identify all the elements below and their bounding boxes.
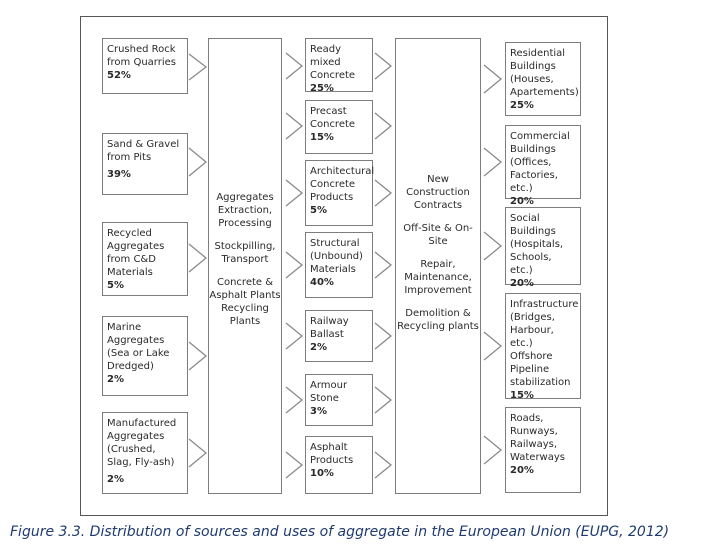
source-box-manufactured: Manufactured Aggregates (Crushed, Slag, … bbox=[102, 412, 188, 494]
product-value: 2% bbox=[310, 342, 327, 353]
source-label: Sand & Gravel from Pits bbox=[107, 139, 180, 163]
source-label: Recycled Aggregates from C&D Materials bbox=[107, 228, 165, 278]
product-box-structural: Structural (Unbound) Materials 40% bbox=[305, 232, 373, 298]
processing-line: Aggregates Extraction, Processing bbox=[216, 192, 274, 229]
source-box-marine: Marine Aggregates (Sea or Lake Dredged) … bbox=[102, 316, 188, 396]
contracts-line: Off-Site & On-Site bbox=[403, 223, 473, 247]
product-box-architectural: Architectural Concrete Products 5% bbox=[305, 160, 375, 226]
processing-column: Aggregates Extraction, Processing Stockp… bbox=[208, 38, 282, 494]
source-box-recycled: Recycled Aggregates from C&D Materials 5… bbox=[102, 222, 188, 296]
use-box-residential: Residential Buildings (Houses, Apartemen… bbox=[505, 42, 581, 116]
source-box-sand-gravel: Sand & Gravel from Pits 39% bbox=[102, 133, 188, 195]
contracts-line: Repair, Maintenance, Improvement bbox=[404, 259, 472, 296]
product-label: Structural (Unbound) Materials bbox=[310, 238, 363, 275]
use-value: 20% bbox=[510, 465, 534, 476]
product-box-asphalt: Asphalt Products 10% bbox=[305, 436, 373, 494]
product-label: Armour Stone bbox=[310, 380, 348, 404]
product-value: 15% bbox=[310, 132, 334, 143]
product-box-precast: Precast Concrete 15% bbox=[305, 100, 373, 154]
product-value: 25% bbox=[310, 83, 334, 94]
product-label: Architectural Concrete Products bbox=[310, 166, 375, 203]
product-value: 40% bbox=[310, 277, 334, 288]
processing-line: Concrete & Asphalt Plants Recycling Plan… bbox=[209, 277, 281, 327]
product-label: Asphalt Products bbox=[310, 442, 354, 466]
use-box-roads: Roads, Runways, Railways, Waterways 20% bbox=[505, 407, 581, 493]
contracts-column: New Construction Contracts Off-Site & On… bbox=[395, 38, 481, 494]
source-value: 2% bbox=[107, 374, 124, 385]
source-label: Crushed Rock from Quarries bbox=[107, 44, 176, 68]
use-label: Commercial Buildings (Offices, Factories… bbox=[510, 131, 570, 194]
product-value: 10% bbox=[310, 468, 334, 479]
use-label: Residential Buildings (Houses, Apartemen… bbox=[510, 48, 579, 98]
use-label: Infrastructure (Bridges, Harbour, etc.) … bbox=[510, 299, 579, 388]
contracts-line: New Construction Contracts bbox=[406, 174, 470, 211]
product-box-armour: Armour Stone 3% bbox=[305, 374, 373, 426]
use-value: 20% bbox=[510, 196, 534, 207]
figure-caption: Figure 3.3. Distribution of sources and … bbox=[10, 524, 670, 540]
product-label: Precast Concrete bbox=[310, 106, 356, 130]
use-box-commercial: Commercial Buildings (Offices, Factories… bbox=[505, 125, 581, 207]
source-value: 52% bbox=[107, 70, 131, 81]
source-label: Manufactured Aggregates (Crushed, Slag, … bbox=[107, 418, 177, 468]
use-box-social: Social Buildings (Hospitals, Schools, et… bbox=[505, 207, 581, 289]
product-label: Ready mixed Concrete bbox=[310, 44, 356, 81]
source-box-crushed-rock: Crushed Rock from Quarries 52% bbox=[102, 38, 188, 94]
product-box-railway: Railway Ballast 2% bbox=[305, 310, 373, 362]
use-label: Roads, Runways, Railways, Waterways bbox=[510, 413, 565, 463]
product-value: 5% bbox=[310, 205, 327, 216]
use-value: 20% bbox=[510, 278, 534, 289]
source-value: 5% bbox=[107, 280, 124, 291]
processing-line: Stockpilling, Transport bbox=[214, 241, 276, 265]
source-label: Marine Aggregates (Sea or Lake Dredged) bbox=[107, 322, 170, 372]
product-box-ready-mixed: Ready mixed Concrete 25% bbox=[305, 38, 373, 94]
contracts-line: Demolition & Recycling plants bbox=[397, 308, 479, 332]
product-label: Railway Ballast bbox=[310, 316, 349, 340]
source-value: 2% bbox=[107, 474, 124, 485]
product-value: 3% bbox=[310, 406, 327, 417]
use-value: 15% bbox=[510, 390, 534, 401]
use-label: Social Buildings (Hospitals, Schools, et… bbox=[510, 213, 564, 276]
source-value: 39% bbox=[107, 169, 131, 180]
use-box-infrastructure: Infrastructure (Bridges, Harbour, etc.) … bbox=[505, 293, 581, 401]
use-value: 25% bbox=[510, 100, 534, 111]
